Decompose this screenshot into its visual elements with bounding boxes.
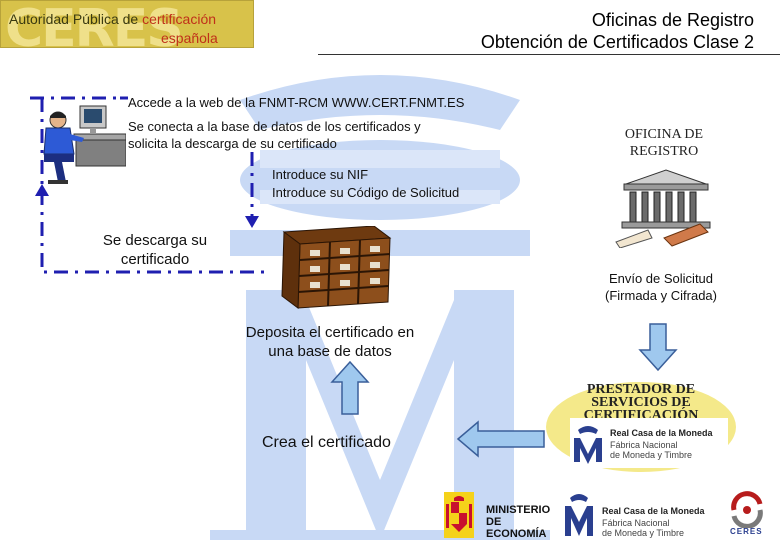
rcm-logo-line1: Real Casa de la Moneda [610,428,713,438]
step-deposita-line1: Deposita el certificado en [245,324,415,341]
prestador-line2: SERVICIOS DE [591,395,691,410]
step-envio-line1: Envío de Solicitud [608,271,714,286]
dash-arrow-up-icon [35,184,49,196]
arrow-up-icon [330,360,370,415]
ceres-swirl-icon [731,491,763,528]
step-descarga-line1: Se descarga su [102,232,208,249]
ministerio-logo: MINISTERIO DE ECONOMÍA [432,490,560,540]
step-envio-line2: (Firmada y Cifrada) [605,288,717,303]
ceres-footer-text: CERES [730,527,763,536]
oficina-registro-label: OFICINA DE REGISTRO [596,126,732,160]
prestador-line1: PRESTADOR DE [586,383,696,397]
step-deposita-line2: una base de datos [268,343,392,360]
ceres-logo-line1: Autoridad Pública de certificación [9,11,216,27]
rcm-logo-line2: Fábrica Nacional [610,440,678,450]
prestador-label: PRESTADOR DE SERVICIOS DE CERTIFICACIÓN [566,383,716,419]
ceres-logo-line2: española [161,30,218,46]
title-divider [318,54,780,55]
prestador-line3: CERTIFICACIÓN [583,408,699,420]
crowned-m-footer-icon [565,494,593,536]
page-title: Oficinas de Registro [591,10,754,30]
computer-user-icon [43,105,126,184]
rcm-footer-line3: de Moneda y Timbre [602,528,685,538]
database-cabinet-icon [281,226,392,309]
rcm-logo-box: Real Casa de la Moneda Fábrica Nacional … [570,418,728,468]
rcm-logo-line3: de Moneda y Timbre [610,450,693,460]
ceres-logo-text-a: Autoridad Pública de [9,11,143,27]
step-codigo: Introduce su Código de Solicitud [272,185,460,200]
arrow-left-icon [456,420,545,458]
step-descarga-line2: certificado [120,251,190,268]
step-accede: Accede a la web de la FNMT-RCM WWW.CERT.… [128,95,465,110]
crowned-m-icon [574,426,602,464]
rcm-footer-line2: Fábrica Nacional [602,518,670,528]
rcm-footer-logo: Real Casa de la Moneda Fábrica Nacional … [562,492,712,540]
step-deposita: Deposita el certificado en una base de d… [220,323,440,361]
arrow-down-icon [638,323,678,372]
step-conecta-line1: Se conecta a la base de datos de los cer… [128,119,421,134]
dash-arrow-down-icon [245,216,259,228]
step-descarga: Se descarga su certificado [70,231,240,269]
ceres-logo-watermark-text: CERES [5,0,184,48]
step-conecta-line2: solicita la descarga de su certificado [128,136,337,151]
oficina-registro-line2: REGISTRO [629,144,699,159]
ceres-logo: CERES Autoridad Pública de certificación… [0,0,254,48]
ceres-logo-text-b: certificación [142,11,217,27]
ceres-footer-logo: CERES [718,490,776,540]
ministerio-line1: MINISTERIO [486,504,551,516]
step-crea: Crea el certificado [262,434,391,451]
rcm-footer-line1: Real Casa de la Moneda [602,506,705,516]
oficina-registro-line1: OFICINA DE [624,127,704,142]
building-icon [615,169,711,248]
step-envio: Envío de Solicitud (Firmada y Cifrada) [586,270,736,304]
page-subtitle: Obtención de Certificados Clase 2 [480,32,754,52]
step-nif: Introduce su NIF [272,167,369,182]
ministerio-line2: DE ECONOMÍA [486,516,547,540]
spain-coat-of-arms-icon [444,492,474,538]
